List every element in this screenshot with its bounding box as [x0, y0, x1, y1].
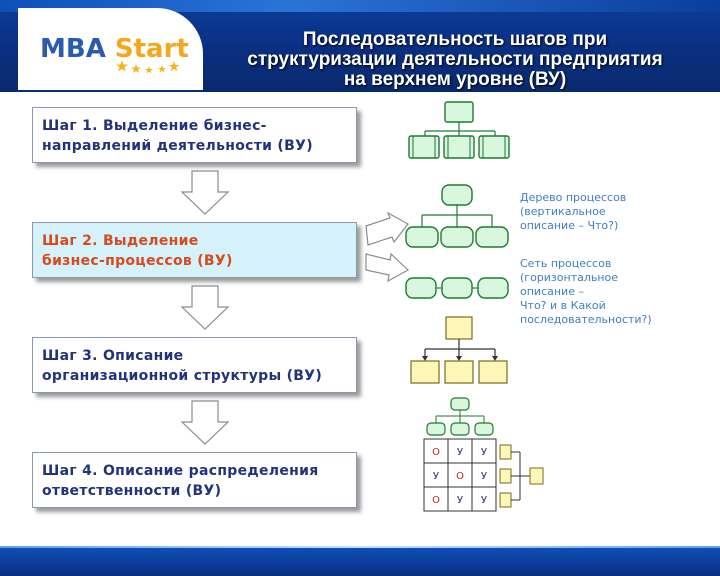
step-3-box: Шаг 3. Описание организационной структур… [32, 337, 357, 393]
step-2-line-2: бизнес-процессов (ВУ) [42, 253, 233, 269]
network-desc-line-3: описание – [520, 285, 584, 298]
step-4-box: Шаг 4. Описание распределения ответствен… [32, 452, 357, 508]
logo-panel: MBA Start [18, 8, 203, 90]
matrix-cell: У [481, 447, 487, 458]
logo-start: Start [114, 34, 189, 64]
responsibility-matrix-diagram: О У У У О У О У У [423, 397, 544, 512]
network-desc-line-1: Сеть процессов [520, 257, 612, 270]
down-arrow-icon [180, 400, 230, 445]
business-directions-diagram [408, 101, 510, 159]
header-swoosh [0, 0, 720, 12]
matrix-cell: У [481, 471, 487, 482]
footer-bar [0, 548, 720, 576]
network-desc-line-5: последовательности?) [520, 313, 652, 326]
matrix-cell: О [432, 495, 440, 506]
logo-stars-icon [116, 60, 180, 74]
step-1-line-2: направлений деятельности (ВУ) [42, 138, 313, 154]
step-3-line-1: Шаг 3. Описание [42, 348, 184, 364]
step-3-line-2: организационной структуры (ВУ) [42, 368, 323, 384]
title-line-2: структуризации деятельности предприятия [247, 49, 663, 70]
process-tree-diagram [405, 184, 509, 248]
step-2-text: Шаг 2. Выделение бизнес-процессов (ВУ) [42, 231, 352, 271]
step-3-text: Шаг 3. Описание организационной структур… [42, 346, 352, 386]
network-desc-line-2: (горизонтальное [520, 271, 619, 284]
org-structure-diagram [410, 316, 508, 384]
down-arrow-icon [180, 170, 230, 215]
tree-desc-line-3: описание – Что?) [520, 219, 619, 232]
matrix-cell: У [457, 495, 463, 506]
right-arrow-icon [365, 212, 409, 246]
step-1-box: Шаг 1. Выделение бизнес- направлений дея… [32, 107, 357, 163]
step-1-text: Шаг 1. Выделение бизнес- направлений дея… [42, 116, 352, 156]
step-2-line-1: Шаг 2. Выделение [42, 233, 199, 249]
step-4-text: Шаг 4. Описание распределения ответствен… [42, 461, 352, 501]
matrix-cell: У [433, 471, 439, 482]
network-description: Сеть процессов (горизонтальное описание … [520, 257, 652, 327]
step-4-line-1: Шаг 4. Описание распределения [42, 463, 319, 479]
tree-description: Дерево процессов (вертикальное описание … [520, 191, 626, 233]
logo-mba: MBA [40, 34, 106, 64]
matrix-cell: У [481, 495, 487, 506]
logo: MBA Start [40, 34, 189, 64]
tree-desc-line-2: (вертикальное [520, 205, 606, 218]
matrix-cell: О [432, 447, 440, 458]
step-4-line-2: ответственности (ВУ) [42, 483, 222, 499]
network-desc-line-4: Что? и в Какой [520, 299, 606, 312]
title-line-3: на верхнем уровне (ВУ) [343, 69, 567, 90]
process-network-diagram [405, 277, 509, 299]
page-title: Последовательность шагов при структуриза… [210, 30, 700, 90]
step-1-line-1: Шаг 1. Выделение бизнес- [42, 118, 267, 134]
title-line-1: Последовательность шагов при [302, 29, 608, 50]
down-arrow-icon [180, 285, 230, 330]
matrix-cell: О [456, 471, 464, 482]
right-arrow-icon [365, 252, 410, 283]
tree-desc-line-1: Дерево процессов [520, 191, 627, 204]
matrix-cell: У [457, 447, 463, 458]
step-2-box: Шаг 2. Выделение бизнес-процессов (ВУ) [32, 222, 357, 278]
